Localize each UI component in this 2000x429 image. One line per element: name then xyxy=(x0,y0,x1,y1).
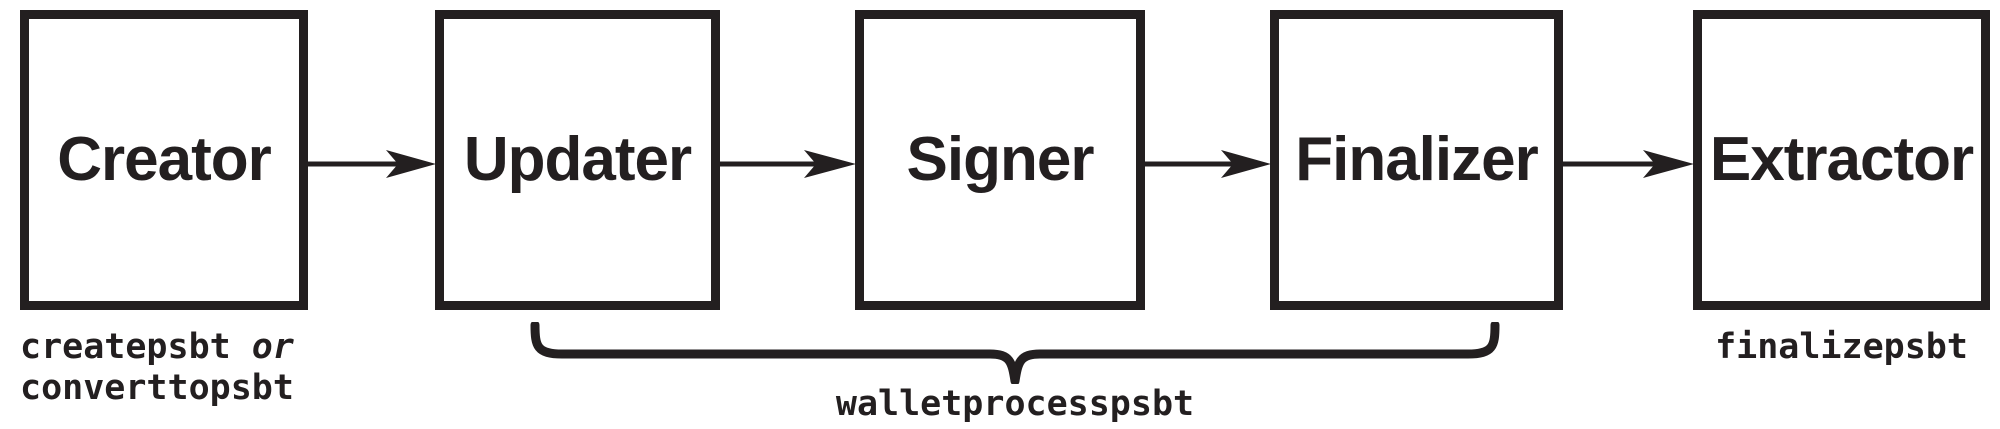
command-converttopsbt: converttopsbt xyxy=(20,368,294,409)
command-createpsbt: createpsbt xyxy=(20,327,231,367)
command-walletprocesspsbt: walletprocesspsbt xyxy=(835,384,1195,424)
stage-label-extractor: Extractor xyxy=(1709,125,1974,194)
stage-label-creator: Creator xyxy=(57,125,272,194)
stage-box-extractor: Extractor xyxy=(1693,10,1990,310)
annotation-extractor-command: finalizepsbt xyxy=(1693,327,1990,368)
annotation-creator-commands-line1: createpsbt or xyxy=(20,327,294,368)
conjunction-or: or xyxy=(251,327,294,367)
stage-box-updater: Updater xyxy=(435,10,720,310)
stage-box-finalizer: Finalizer xyxy=(1270,10,1563,310)
stage-box-creator: Creator xyxy=(20,10,308,310)
stage-label-finalizer: Finalizer xyxy=(1295,125,1539,194)
arrow-right-icon-signer-to-finalizer xyxy=(1145,144,1273,184)
stage-label-signer: Signer xyxy=(906,125,1095,194)
arrow-right-icon-updater-to-signer xyxy=(720,144,858,184)
curly-brace-icon xyxy=(528,322,1502,384)
arrow-right-icon-finalizer-to-extractor xyxy=(1563,144,1696,184)
command-finalizepsbt: finalizepsbt xyxy=(1715,327,1968,367)
stage-label-updater: Updater xyxy=(463,125,692,194)
arrow-right-icon-creator-to-updater xyxy=(308,144,438,184)
annotation-brace-command: walletprocesspsbt xyxy=(530,384,1500,425)
stage-box-signer: Signer xyxy=(855,10,1145,310)
annotation-creator-commands: createpsbt or converttopsbt xyxy=(20,327,294,410)
